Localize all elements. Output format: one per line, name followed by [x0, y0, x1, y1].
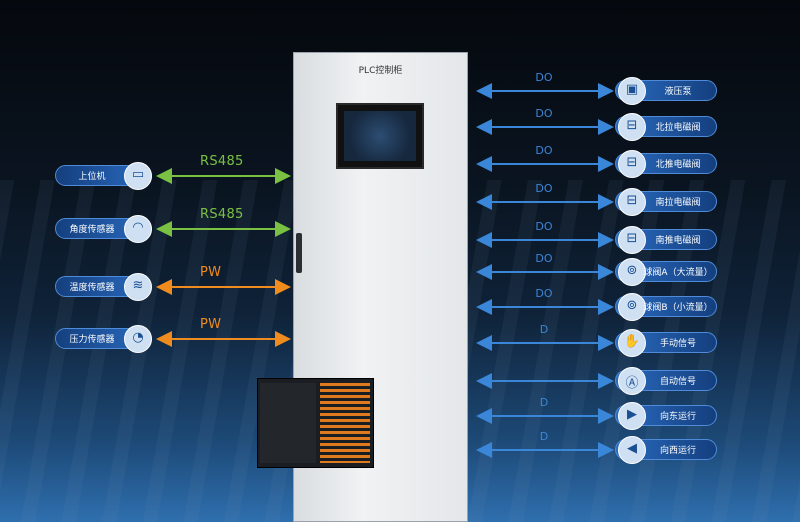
right-device-2: ⊟ 北推电磁阀	[615, 150, 717, 178]
right-device-label: 向西运行	[659, 446, 696, 456]
left-signal-label: PW	[200, 317, 222, 332]
temperature-sensor-icon: ≋	[124, 273, 152, 301]
left-signal-label: RS485	[200, 154, 244, 169]
left-device-label: 压力传感器	[69, 335, 115, 345]
east-arrow-icon: ▶	[618, 402, 646, 430]
monitor-icon: ▭	[124, 162, 152, 190]
plc-io-terminals	[320, 383, 370, 463]
right-signal-label: DO	[535, 287, 553, 300]
right-device-label: 南拉电磁阀	[655, 198, 701, 208]
left-device-label: 角度传感器	[69, 225, 115, 235]
west-arrow-icon: ◀	[618, 436, 646, 464]
right-device-9: ▶ 向东运行	[615, 402, 717, 430]
right-device-label: 球阀A（大流量）	[643, 268, 713, 278]
valve-icon: ⊟	[618, 113, 646, 141]
plc-controller	[257, 378, 374, 468]
right-signal-label: DO	[535, 182, 553, 195]
ball-valve-icon: ⊚	[618, 258, 646, 286]
valve-icon: ⊟	[618, 150, 646, 178]
right-signal-label: DO	[535, 252, 553, 265]
right-signal-label: DO	[535, 71, 553, 84]
right-device-5: ⊚球阀A（大流量）	[615, 258, 717, 286]
left-device-1: 角度传感器 ◠	[55, 215, 152, 243]
right-signal-label: DO	[535, 220, 553, 233]
left-device-label: 上位机	[78, 172, 106, 182]
valve-icon: ⊟	[618, 226, 646, 254]
ball-valve-icon: ⊚	[618, 293, 646, 321]
screen-logo-icon	[344, 111, 416, 161]
pressure-sensor-icon: ◔	[124, 325, 152, 353]
right-device-label: 北拉电磁阀	[655, 123, 701, 133]
right-device-7: ✋ 手动信号	[615, 329, 717, 357]
pump-icon: ▣	[618, 77, 646, 105]
right-device-4: ⊟ 南推电磁阀	[615, 226, 717, 254]
right-device-label: 北推电磁阀	[655, 160, 701, 170]
right-signal-label: D	[539, 396, 549, 409]
plc-cpu-module	[260, 383, 316, 463]
left-device-2: 温度传感器 ≋	[55, 273, 152, 301]
right-signal-label: D	[539, 430, 549, 443]
right-signal-label: D	[539, 323, 549, 336]
right-device-10: ◀ 向西运行	[615, 436, 717, 464]
right-signal-label: DO	[535, 107, 553, 120]
right-device-label: 自动信号	[659, 377, 696, 387]
right-device-label: 球阀B（小流量）	[643, 303, 713, 313]
right-device-8: Ⓐ 自动信号	[615, 367, 717, 395]
right-device-label: 南推电磁阀	[655, 236, 701, 246]
left-device-0: 上位机 ▭	[55, 162, 152, 190]
right-device-0: ▣ 液压泵	[615, 77, 717, 105]
left-signal-label: RS485	[200, 207, 244, 222]
right-device-3: ⊟ 南拉电磁阀	[615, 188, 717, 216]
left-signal-label: PW	[200, 265, 222, 280]
angle-sensor-icon: ◠	[124, 215, 152, 243]
hmi-screen	[336, 103, 424, 169]
right-device-label: 向东运行	[659, 412, 696, 422]
right-signal-label: DO	[535, 144, 553, 157]
hand-icon: ✋	[618, 329, 646, 357]
right-device-label: 手动信号	[659, 339, 696, 349]
left-device-3: 压力传感器 ◔	[55, 325, 152, 353]
left-device-label: 温度传感器	[69, 283, 115, 293]
right-device-label: 液压泵	[664, 87, 692, 97]
cabinet-title: PLC控制柜	[358, 66, 403, 76]
right-device-1: ⊟ 北拉电磁阀	[615, 113, 717, 141]
valve-icon: ⊟	[618, 188, 646, 216]
door-handle	[296, 233, 302, 273]
right-device-6: ⊚球阀B（小流量）	[615, 293, 717, 321]
auto-icon: Ⓐ	[618, 367, 646, 395]
